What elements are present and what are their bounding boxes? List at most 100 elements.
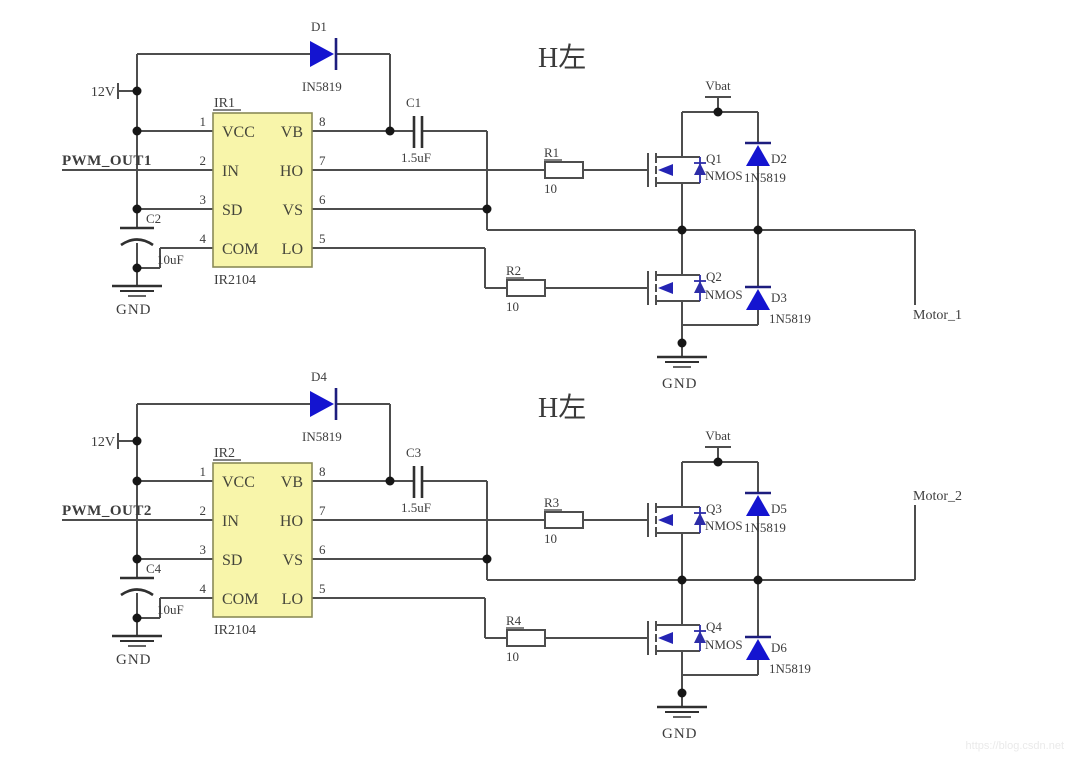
pin-name-com: COM (222, 241, 258, 258)
gate-resistor-low: R2 10 (506, 263, 546, 314)
mosfet-designator: Q2 (706, 269, 722, 284)
pin-name-in: IN (222, 513, 239, 530)
pin-number-3: 3 (200, 192, 207, 207)
section-title: H左 (538, 42, 586, 74)
cap-designator: C2 (146, 211, 161, 226)
ic-part-number: IR2104 (214, 623, 256, 638)
diode-designator: D2 (771, 151, 787, 166)
resistor-value: 10 (506, 649, 519, 664)
diode-designator: D6 (771, 640, 787, 655)
bypass-capacitor: C2 10uF (120, 211, 184, 267)
pin-name-sd: SD (222, 202, 242, 219)
bootstrap-capacitor: C1 1.5uF (401, 95, 431, 165)
pin-name-ho: HO (280, 513, 303, 530)
mosfet-designator: Q4 (706, 619, 722, 634)
mosfet-type: NMOS (705, 287, 743, 302)
bootstrap-diode: D4 IN5819 (302, 369, 342, 444)
mosfet-type: NMOS (705, 168, 743, 183)
vbat-label: Vbat (705, 428, 731, 443)
pin-number-5: 5 (319, 231, 326, 246)
gnd-label: GND (662, 376, 698, 392)
diode-part: 1N5819 (744, 170, 786, 185)
pwm-net-label: PWM_OUT2 (62, 503, 152, 519)
wires (62, 53, 916, 356)
mosfet-type: NMOS (705, 518, 743, 533)
pin-name-ho: HO (280, 163, 303, 180)
junction-dots (132, 436, 763, 698)
resistor-value: 10 (544, 181, 557, 196)
diode-part: 1N5819 (769, 311, 811, 326)
cap-designator: C1 (406, 95, 421, 110)
pin-name-vb: VB (281, 124, 303, 141)
ground-symbol-bridge: GND (657, 355, 707, 392)
junction-dots (132, 86, 763, 348)
gate-resistor-high: R3 10 (544, 495, 584, 546)
vbat-label: Vbat (705, 78, 731, 93)
resistor-designator: R4 (506, 613, 522, 628)
gnd-label: GND (662, 726, 698, 742)
nmos-high: Q3 NMOS (647, 501, 743, 537)
motor-net-label: Motor_2 (913, 489, 962, 504)
pin-number-1: 1 (200, 114, 207, 129)
pin-name-sd: SD (222, 552, 242, 569)
cap-value: 10uF (157, 602, 184, 617)
pin-number-7: 7 (319, 503, 326, 518)
ground-symbol-bridge: GND (657, 705, 707, 742)
ground-symbol: GND (112, 284, 162, 318)
cap-designator: C4 (146, 561, 162, 576)
gate-driver-ic: IR2 IR2104 VCC IN SD COM VB HO VS LO 1 2… (200, 446, 327, 638)
cap-value: 1.5uF (401, 150, 431, 165)
pin-number-1: 1 (200, 464, 207, 479)
gnd-label: GND (116, 302, 152, 318)
cap-designator: C3 (406, 445, 421, 460)
pin-name-vcc: VCC (222, 474, 255, 491)
bootstrap-capacitor: C3 1.5uF (401, 445, 431, 515)
diode-part: IN5819 (302, 429, 342, 444)
pin-name-vcc: VCC (222, 124, 255, 141)
mosfet-type: NMOS (705, 637, 743, 652)
pin-number-8: 8 (319, 114, 326, 129)
pin-number-7: 7 (319, 153, 326, 168)
resistor-designator: R2 (506, 263, 521, 278)
resistor-designator: R3 (544, 495, 559, 510)
pin-number-6: 6 (319, 192, 326, 207)
nmos-high: Q1 NMOS (647, 151, 743, 187)
cap-value: 1.5uF (401, 500, 431, 515)
pin-number-5: 5 (319, 581, 326, 596)
diode-designator: D1 (311, 19, 327, 34)
pin-number-2: 2 (200, 503, 207, 518)
pin-number-6: 6 (319, 542, 326, 557)
diode-designator: D4 (311, 369, 327, 384)
resistor-value: 10 (544, 531, 557, 546)
supply-net-label: 12V (91, 85, 115, 100)
pin-name-lo: LO (282, 591, 303, 608)
diode-part: 1N5819 (769, 661, 811, 676)
pwm-net-label: PWM_OUT1 (62, 153, 152, 169)
gnd-label: GND (116, 652, 152, 668)
pin-number-3: 3 (200, 542, 207, 557)
pin-number-2: 2 (200, 153, 207, 168)
freewheel-diode-high: D2 1N5819 (744, 141, 787, 185)
pin-name-lo: LO (282, 241, 303, 258)
pin-number-4: 4 (200, 581, 207, 596)
gate-driver-ic: IR1 IR2104 VCC IN SD COM VB HO VS LO 1 2… (200, 96, 327, 288)
ic-designator: IR1 (214, 96, 235, 111)
pin-name-vb: VB (281, 474, 303, 491)
freewheel-diode-low: D3 1N5819 (745, 285, 811, 326)
mosfet-designator: Q3 (706, 501, 722, 516)
ic-designator: IR2 (214, 446, 235, 461)
nmos-low: Q2 NMOS (647, 269, 743, 305)
gate-resistor-high: R1 10 (544, 145, 584, 196)
circuit-1: IR1 IR2104 VCC IN SD COM VB HO VS LO 1 2… (62, 19, 962, 392)
watermark: https://blog.csdn.net (966, 740, 1064, 752)
diode-part: 1N5819 (744, 520, 786, 535)
freewheel-diode-high: D5 1N5819 (744, 491, 787, 535)
circuit-2: IR2 IR2104 VCC IN SD COM VB HO VS LO 1 2… (62, 369, 962, 742)
freewheel-diode-low: D6 1N5819 (745, 635, 811, 676)
pin-name-vs: VS (283, 552, 303, 569)
pin-number-8: 8 (319, 464, 326, 479)
gate-resistor-low: R4 10 (506, 613, 546, 664)
mosfet-designator: Q1 (706, 151, 722, 166)
wires (62, 403, 916, 706)
motor-net-label: Motor_1 (913, 308, 962, 323)
